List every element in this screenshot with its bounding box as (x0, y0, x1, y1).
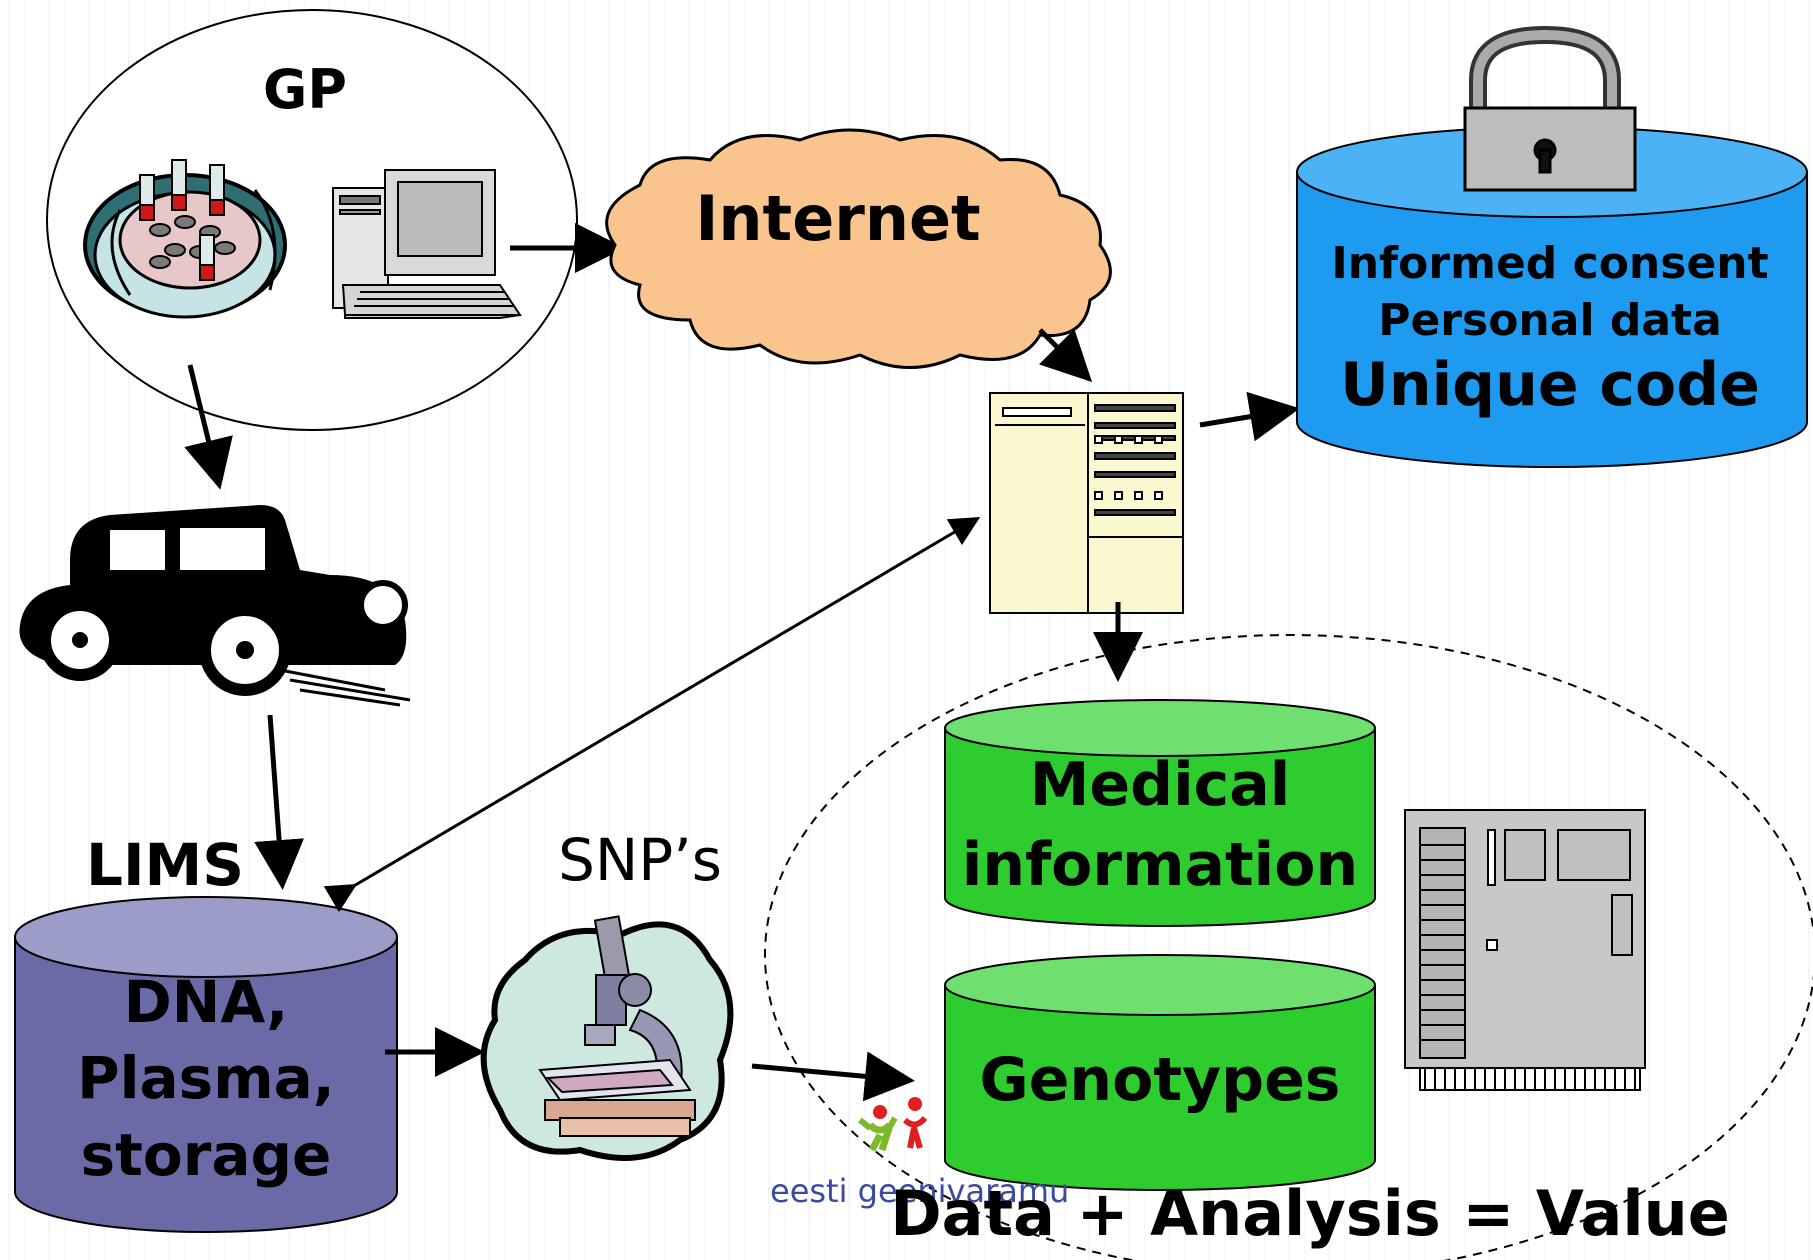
desktop-computer-icon (332, 169, 522, 319)
genotypes-label: Genotypes (979, 1045, 1340, 1115)
dna-line2: Plasma, (77, 1044, 335, 1112)
arrow-server-to-consent (1199, 391, 1300, 442)
arrow-internet-to-server (1038, 328, 1093, 383)
arrow-car-to-dna (254, 714, 305, 890)
medical-database (944, 699, 1376, 927)
server-form-icon (989, 392, 1184, 614)
circuit-board-icon (1404, 809, 1646, 1091)
equation-text: Data + Analysis = Value (890, 1177, 1730, 1250)
consent-database (1296, 126, 1808, 468)
arrow-server-dna-link (323, 516, 981, 913)
cloud-icon (605, 128, 1112, 369)
dna-line3: storage (81, 1121, 332, 1189)
gp-ellipse (46, 9, 578, 431)
gp-label: GP (263, 58, 347, 121)
consent-line2: Personal data (1378, 295, 1722, 346)
medical-line2: information (962, 830, 1358, 900)
arrow-microscope-to-genotypes (751, 1051, 915, 1102)
test-tube-rack-icon (83, 159, 287, 319)
padlock-icon (1463, 25, 1637, 192)
dna-line1: DNA, (124, 968, 289, 1036)
snp-label: SNP’s (558, 826, 722, 894)
medical-line1: Medical (1030, 750, 1291, 820)
logo-figures-icon (858, 1097, 928, 1152)
analysis-dashed-ellipse (764, 634, 1813, 1260)
logo-text: eesti geenivaramu (770, 1172, 1069, 1210)
consent-line3: Unique code (1340, 350, 1760, 420)
genotypes-database (944, 954, 1376, 1191)
consent-line1: Informed consent (1331, 238, 1768, 289)
dna-database (14, 896, 398, 1233)
lims-label: LIMS (86, 831, 244, 899)
microscope-icon (480, 915, 734, 1161)
internet-label: Internet (695, 182, 980, 255)
arrow-gp-to-car (184, 364, 233, 490)
